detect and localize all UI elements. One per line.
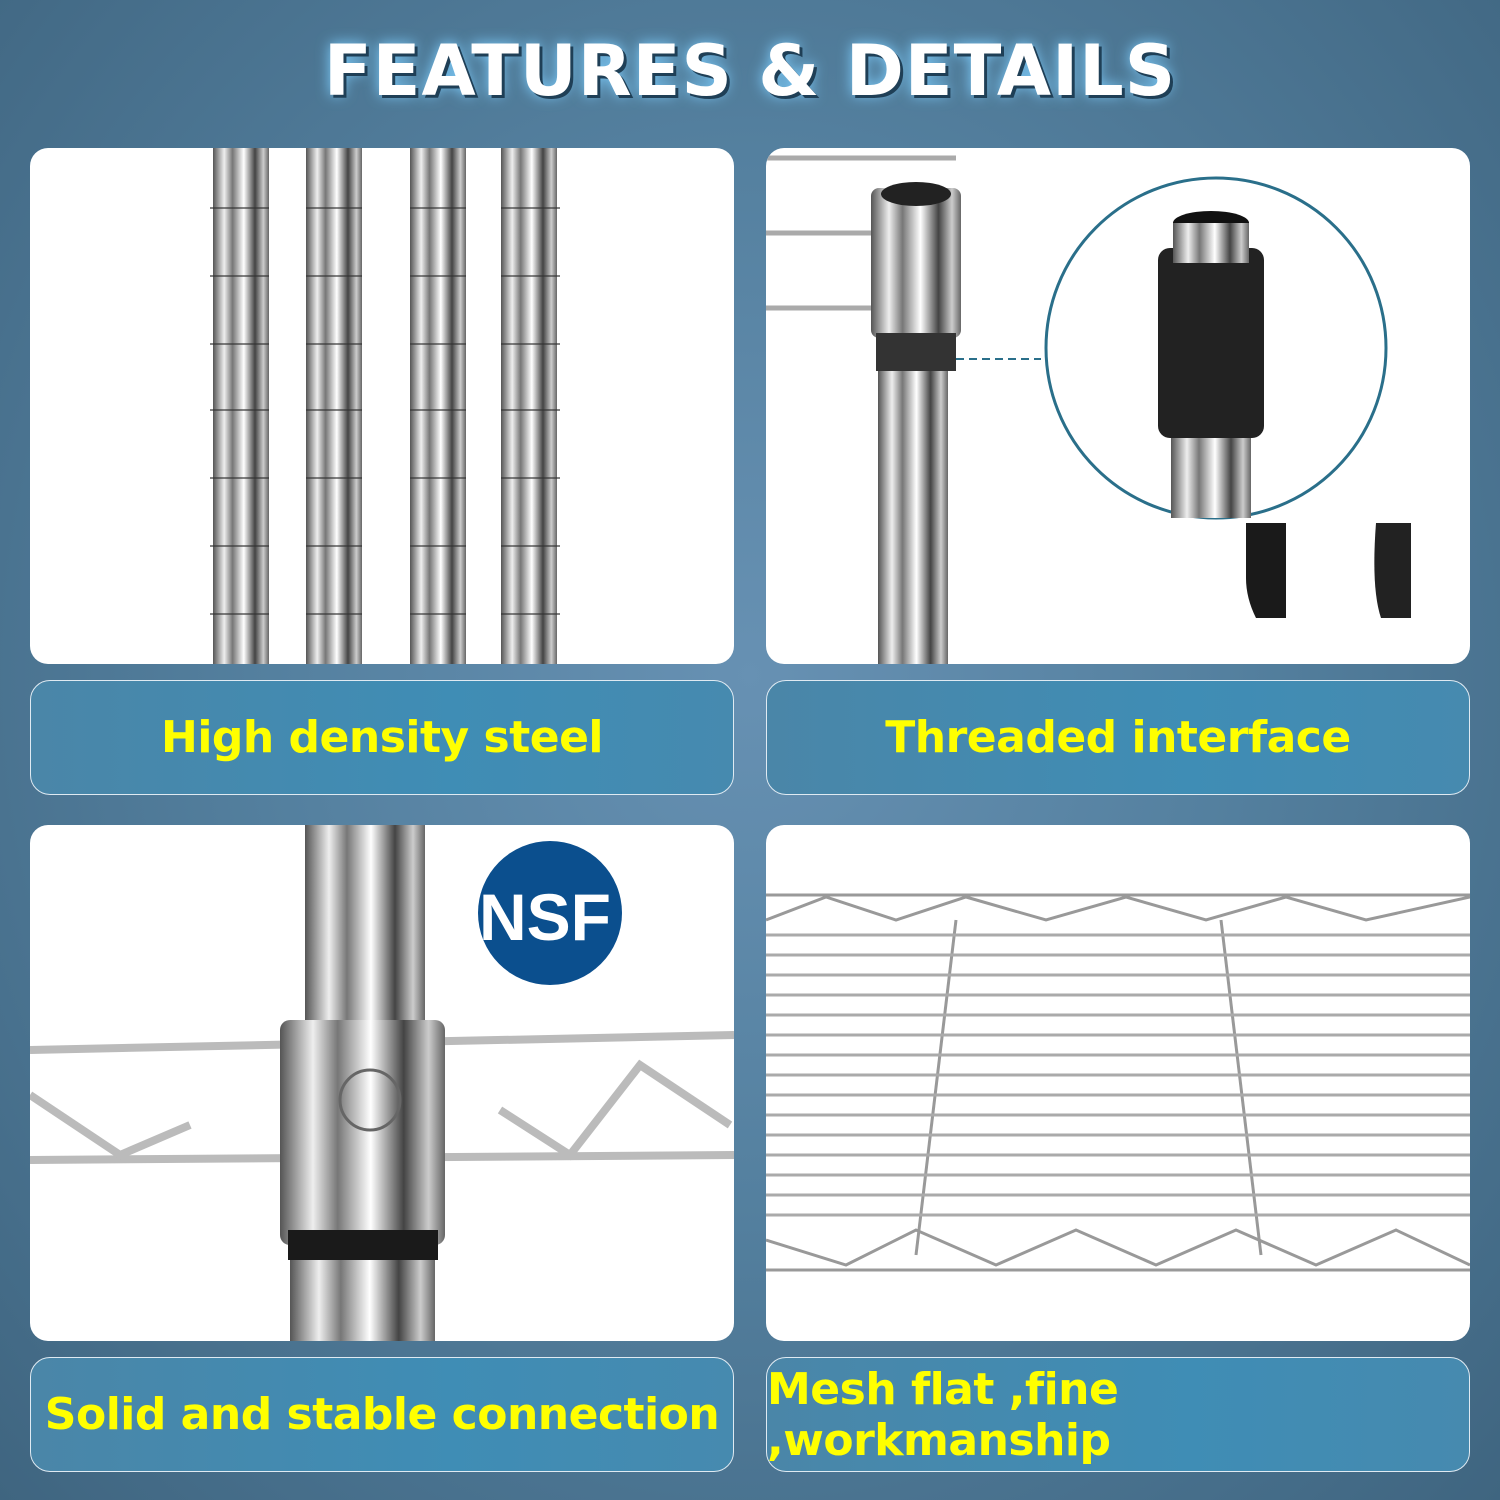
connection-image: NSF bbox=[30, 825, 734, 1341]
caption-threaded-interface: Threaded interface bbox=[766, 680, 1470, 795]
pole bbox=[213, 148, 557, 664]
mesh-image bbox=[766, 825, 1470, 1341]
caption-high-density-steel: High density steel bbox=[30, 680, 734, 795]
page-title: FEATURES & DETAILS bbox=[323, 30, 1177, 112]
caption-solid-connection: Solid and stable connection bbox=[30, 1357, 734, 1472]
caption-mesh-flat: Mesh flat ,fine ,workmanship bbox=[766, 1357, 1470, 1472]
nsf-badge: NSF bbox=[478, 841, 622, 985]
threaded-interface-image bbox=[766, 148, 1470, 664]
steel-poles-image bbox=[30, 148, 734, 664]
svg-text:NSF: NSF bbox=[479, 880, 611, 954]
